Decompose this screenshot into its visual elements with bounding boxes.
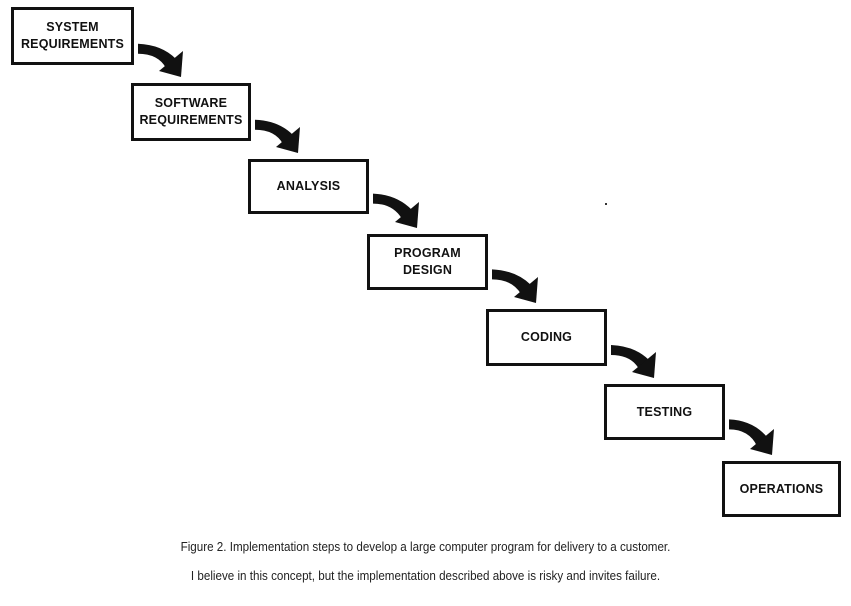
step-label: ANALYSIS bbox=[276, 179, 341, 193]
arrow-head bbox=[632, 352, 656, 378]
arrow-shaft bbox=[492, 269, 531, 294]
arrow-head bbox=[395, 202, 419, 228]
step-label: SYSTEM REQUIREMENTS bbox=[20, 20, 125, 51]
step-label: SOFTWARE REQUIREMENTS bbox=[139, 96, 243, 127]
step-program-design: PROGRAM DESIGN bbox=[367, 234, 488, 290]
arrow-testing-to-operations bbox=[729, 419, 774, 455]
arrow-head bbox=[750, 429, 774, 455]
arrow-system-requirements-to-software-requirements bbox=[138, 43, 183, 77]
arrow-head bbox=[276, 127, 300, 153]
arrow-program-design-to-coding bbox=[492, 269, 538, 303]
step-label: PROGRAM DESIGN bbox=[394, 246, 461, 277]
figure-note: I believe in this concept, but the imple… bbox=[190, 569, 661, 583]
figure-caption: Figure 2. Implementation steps to develo… bbox=[180, 540, 671, 554]
arrow-shaft bbox=[138, 43, 176, 68]
arrow-coding-to-testing bbox=[611, 345, 656, 378]
arrow-software-requirements-to-analysis bbox=[255, 119, 300, 153]
step-analysis: ANALYSIS bbox=[248, 159, 369, 214]
arrow-head bbox=[159, 51, 183, 77]
arrow-shaft bbox=[255, 119, 293, 144]
step-software-requirements: SOFTWARE REQUIREMENTS bbox=[131, 83, 251, 141]
arrow-shaft bbox=[611, 345, 649, 369]
arrow-head bbox=[514, 277, 538, 303]
print-speck bbox=[605, 203, 607, 205]
step-testing: TESTING bbox=[604, 384, 725, 440]
step-coding: CODING bbox=[486, 309, 607, 366]
step-label: CODING bbox=[520, 330, 573, 344]
step-operations: OPERATIONS bbox=[722, 461, 841, 517]
step-label: OPERATIONS bbox=[739, 481, 824, 496]
arrow-shaft bbox=[729, 419, 767, 446]
step-system-requirements: SYSTEM REQUIREMENTS bbox=[11, 7, 134, 65]
arrow-shaft bbox=[373, 193, 412, 219]
step-label: TESTING bbox=[636, 404, 693, 419]
arrow-analysis-to-program-design bbox=[373, 193, 419, 228]
